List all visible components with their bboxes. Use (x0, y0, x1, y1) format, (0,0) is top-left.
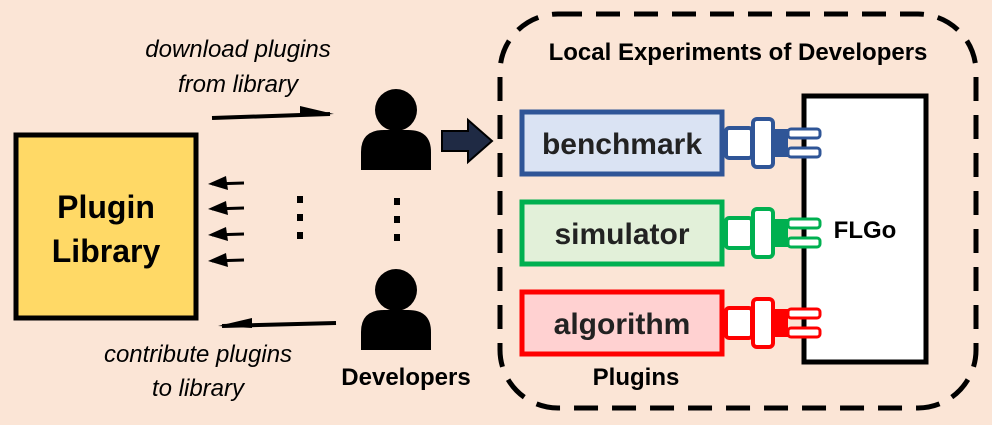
plugin-library-line2: Library (52, 233, 161, 269)
contribute-caption-line1: contribute plugins (104, 341, 292, 368)
plug-icon (724, 207, 822, 259)
vertical-ellipsis-icon (297, 196, 303, 239)
plugin-algorithm: algorithm (519, 289, 822, 357)
download-caption-line2: from library (178, 71, 300, 98)
download-arrow (211, 106, 334, 120)
small-arrow-icon (208, 201, 245, 215)
plugin-library: Plugin Library (13, 132, 199, 321)
plugin-box (519, 199, 725, 267)
developers-label: Developers (341, 364, 470, 391)
flgo-box: FLGo (801, 93, 929, 365)
plugin-box (519, 289, 725, 357)
plugin-simulator: simulator (519, 199, 822, 267)
contribute-caption-line2: to library (152, 375, 246, 402)
plug-icon (724, 117, 822, 169)
local-experiments-title: Local Experiments of Developers (549, 39, 928, 66)
person-icon (361, 89, 431, 170)
plugin-label: benchmark (542, 128, 702, 161)
plugins-group: benchmark simulator algorithm (519, 109, 822, 357)
flgo-label: FLGo (834, 217, 897, 244)
right-arrow-icon (441, 117, 494, 165)
small-arrow-icon (208, 227, 245, 241)
plugins-label: Plugins (593, 364, 680, 391)
small-arrows-column (208, 176, 245, 267)
contribute-arrow (218, 318, 337, 328)
plug-icon (724, 297, 822, 349)
download-caption-line1: download plugins (145, 36, 330, 63)
person-icon (361, 269, 431, 350)
plugin-label: simulator (554, 218, 689, 251)
plugin-label: algorithm (554, 308, 691, 341)
local-experiments-panel (497, 11, 979, 411)
small-arrow-icon (208, 176, 245, 190)
plugin-benchmark: benchmark (519, 109, 822, 177)
plugin-box (519, 109, 725, 177)
plugin-library-line1: Plugin (57, 189, 155, 225)
small-arrow-icon (208, 253, 245, 267)
vertical-ellipsis-icon (394, 198, 400, 241)
